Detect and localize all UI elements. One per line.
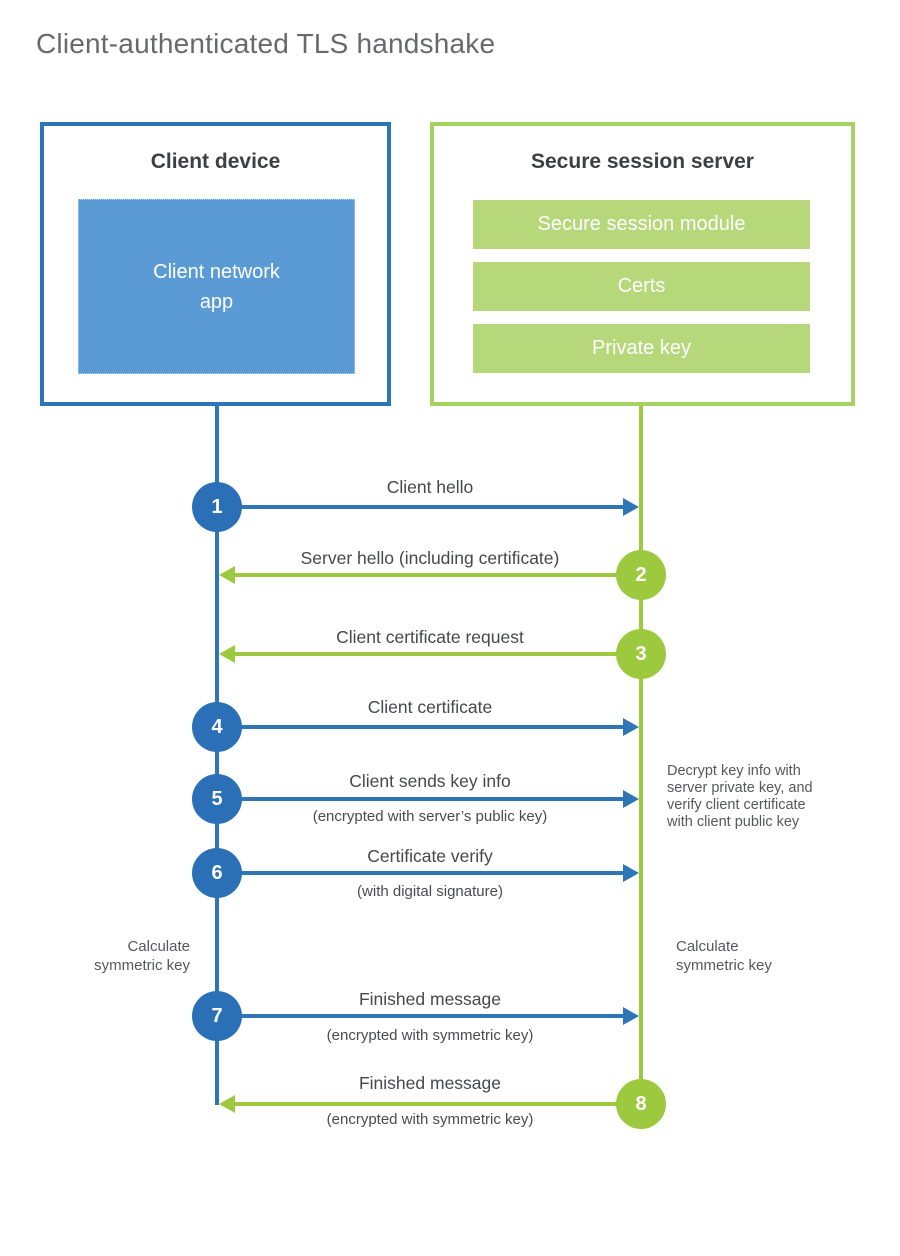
step-6-arrow-line: [217, 871, 624, 875]
server-lifeline: [639, 404, 643, 1104]
client-device-title: Client device: [150, 150, 281, 173]
step-7-arrowhead-icon: [623, 1007, 639, 1025]
step-1-label: Client hello: [386, 477, 474, 497]
step-5-sublabel: (encrypted with server’s public key): [312, 808, 548, 825]
server-calculate-note: Calculate symmetric key: [676, 938, 772, 974]
step-4-label: Client certificate: [367, 697, 493, 717]
step-2-arrow-line: [234, 573, 641, 577]
step-5-label: Client sends key info: [349, 771, 511, 791]
step-8-arrowhead-icon: [219, 1095, 235, 1113]
server-module-private-key: Private key: [473, 324, 810, 373]
step-6-label: Certificate verify: [367, 846, 493, 866]
step-8-arrow-line: [234, 1102, 641, 1106]
step-8-sublabel: (encrypted with symmetric key): [326, 1111, 534, 1128]
step-6-arrowhead-icon: [623, 864, 639, 882]
step-7-arrow-line: [217, 1014, 624, 1018]
server-title: Secure session server: [531, 150, 754, 173]
step-2-arrowhead-icon: [219, 566, 235, 584]
step-8-label: Finished message: [358, 1073, 502, 1093]
step-7-badge: 7: [192, 991, 242, 1041]
step-1-arrowhead-icon: [623, 498, 639, 516]
step-1-arrow-line: [217, 505, 624, 509]
step-7-label: Finished message: [358, 989, 502, 1009]
step-3-arrow-line: [234, 652, 641, 656]
step-4-arrow-line: [217, 725, 624, 729]
client-network-app-box: Client network app: [78, 199, 355, 374]
client-calculate-note: Calculate symmetric key: [94, 938, 190, 974]
step-2-label: Server hello (including certificate): [300, 548, 560, 568]
step-7-sublabel: (encrypted with symmetric key): [326, 1027, 534, 1044]
step-5-badge: 5: [192, 774, 242, 824]
step-3-arrowhead-icon: [219, 645, 235, 663]
step-5-arrow-line: [217, 797, 624, 801]
server-module-secure-session: Secure session module: [473, 200, 810, 249]
diagram-title: Client-authenticated TLS handshake: [36, 28, 496, 59]
server-decrypt-note: Decrypt key info with server private key…: [667, 763, 813, 830]
step-6-sublabel: (with digital signature): [357, 883, 503, 900]
step-4-badge: 4: [192, 702, 242, 752]
step-6-badge: 6: [192, 848, 242, 898]
client-lifeline: [215, 404, 219, 1105]
step-5-arrowhead-icon: [623, 790, 639, 808]
step-8-badge: 8: [616, 1079, 666, 1129]
step-3-badge: 3: [616, 629, 666, 679]
step-2-badge: 2: [616, 550, 666, 600]
server-module-certs: Certs: [473, 262, 810, 311]
step-4-arrowhead-icon: [623, 718, 639, 736]
step-3-label: Client certificate request: [336, 627, 524, 647]
step-1-badge: 1: [192, 482, 242, 532]
